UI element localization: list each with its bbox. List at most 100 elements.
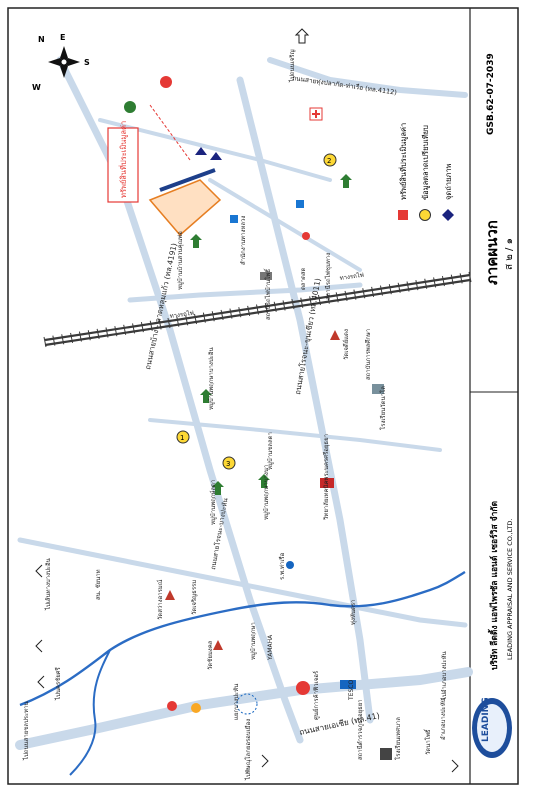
arrow-left-icon-3 (37, 675, 45, 689)
marker-red-1 (302, 232, 310, 240)
college-icon (320, 478, 334, 488)
place-21: วัดนาโพธิ์ (423, 728, 432, 755)
rail-tie (353, 289, 357, 300)
subject-label-box (107, 127, 139, 203)
legend-label-1: ข้อมูลตลาดเปรียบเทียบ (421, 125, 430, 200)
rail-tie (220, 309, 224, 321)
place-23: อำเภอบางปะหัน (440, 698, 447, 740)
place-11: สถานีรถไฟชุมทาง (324, 253, 332, 300)
rail-tie (194, 313, 198, 325)
rail-tie (132, 323, 136, 334)
legend-square-icon (398, 210, 408, 220)
company-name-en: LEADING APPRAISAL AND SERVICE CO.,LTD. (506, 519, 514, 661)
rail-tie (273, 301, 277, 312)
rail-tie (388, 284, 392, 295)
legend-label-2: จุดถ่ายภาพ (444, 163, 453, 200)
temple-icon-2 (213, 640, 223, 650)
arrow-up-icon (294, 28, 310, 44)
rail-tie (344, 290, 348, 302)
leading-logo-icon: LEADING (472, 697, 512, 758)
direction-labels: ไปถนนเจริญ ไปเส้นทางบางปะอิน ไปถนนสายชลป… (22, 28, 459, 781)
rail-tie (247, 305, 251, 316)
petrol-icon (167, 701, 177, 711)
rail-tie (468, 271, 472, 283)
legend: ทรัพย์สินที่ประเมินมูลค่า ข้อมูลตลาดเปรี… (398, 123, 454, 221)
rail-tie (459, 273, 463, 284)
place-3: ร.พ.ท่าเรือ (278, 552, 286, 580)
subject-access-road (159, 168, 216, 192)
comparable-2-icon (323, 153, 337, 167)
label-road-hwy41: ถนนสายเอเชีย (ทล.41) (299, 711, 381, 737)
legend-eye-icon (442, 209, 454, 221)
place-22: โรงเรียนเทศบาล (394, 717, 402, 760)
place-4: วัดสว่างอารมณ์ (156, 579, 164, 620)
dir-bottom-mid: ไปพิษณุโลกยอรอบเมือง (244, 719, 252, 781)
shell-icon (191, 703, 201, 713)
dir-left-bottom: ไปนครชัยศรี (54, 666, 62, 701)
landmark-icons (124, 76, 392, 760)
place-27: หมู่บ้านชลลดา (267, 432, 274, 470)
marker-blue-1 (296, 200, 304, 208)
svg-text:LEADING: LEADING (481, 697, 491, 742)
place-5: วัดชัยมงคล (207, 640, 214, 670)
rail-tie (335, 292, 339, 303)
roundabout-icon (236, 693, 258, 715)
dir-top-right: ไปถนนเจริญ (288, 49, 296, 83)
region-title: ภาคผนวก (483, 220, 501, 285)
rail-tie (379, 285, 383, 296)
place-14: สน. ชัยนาท (95, 569, 102, 600)
pin-icon (124, 101, 136, 113)
rail-tie (433, 277, 437, 288)
rail-tie (256, 304, 259, 315)
road-local-2 (127, 282, 363, 303)
place-20: สถานีตำรวจภูธรอยุธยา (356, 699, 364, 760)
railway-ties (43, 271, 472, 348)
rail-tie (406, 281, 410, 292)
rail-tie (105, 327, 109, 338)
label-railway-1: ทางรถไฟ (169, 309, 194, 320)
rail-tie (326, 293, 330, 304)
rail-tie (424, 278, 428, 289)
compass-e: E (60, 33, 65, 42)
comparable-1-num: 1 (180, 434, 184, 442)
river-branch (69, 649, 111, 776)
dir-bottom-right: ไปอำเภอบางปะหัน (440, 651, 448, 701)
subject-parcel (148, 179, 222, 237)
station-icon (260, 272, 272, 280)
temple-icon-1 (165, 590, 175, 600)
road-hwy41 (15, 667, 473, 750)
place-6: วัดเจริญธรรม (191, 580, 198, 615)
compass-s: S (84, 58, 90, 67)
place-10: วิทยาลัยเทคนิคพระนครศรีอยุธยา (322, 434, 330, 521)
place-2: หมู่บ้านพฤกษาบางปะอิน (208, 347, 215, 410)
rail-tie (52, 335, 56, 346)
rail-tie (300, 297, 304, 308)
rail-tie (202, 312, 206, 323)
road-local-4 (148, 418, 442, 452)
marker-blue-2 (230, 215, 238, 223)
office-icon (380, 748, 392, 760)
place-19: ศูนย์การค้าฟิวเจอร์ (312, 670, 320, 720)
place-18: TESCO (348, 680, 355, 701)
legend-circle-icon (419, 209, 431, 221)
place-16: สำนักงานทางหลวง (240, 216, 247, 265)
road-local-1 (17, 537, 468, 628)
rail-tie (362, 288, 366, 299)
dir-left-top: ไปเส้นทางบางปะอิน (44, 558, 52, 611)
rail-tie (291, 298, 295, 310)
doc-code: GSB.62-07-2039 (486, 53, 496, 135)
rail-tie (238, 307, 242, 318)
rail-tie (70, 332, 74, 344)
dir-left-mid: ไปถนนสายชลประทาน (22, 701, 30, 761)
place-0: หมู่บ้านบ้านสวนคุณพ่อ (177, 231, 184, 290)
label-road-4011: ถนนสายโรจนะ-ขุนเขียว (ทล.4011) (293, 277, 322, 395)
compass-w: W (32, 83, 41, 92)
legend-label-0: ทรัพย์สินที่ประเมินมูลค่า (398, 123, 408, 200)
fuel-station-icon (160, 76, 172, 88)
compass-n: N (38, 35, 45, 44)
rail-tie (309, 296, 313, 307)
arrow-down-icon-2 (451, 759, 459, 773)
place-13: โรงเรียนวัดนาโล (379, 386, 387, 430)
